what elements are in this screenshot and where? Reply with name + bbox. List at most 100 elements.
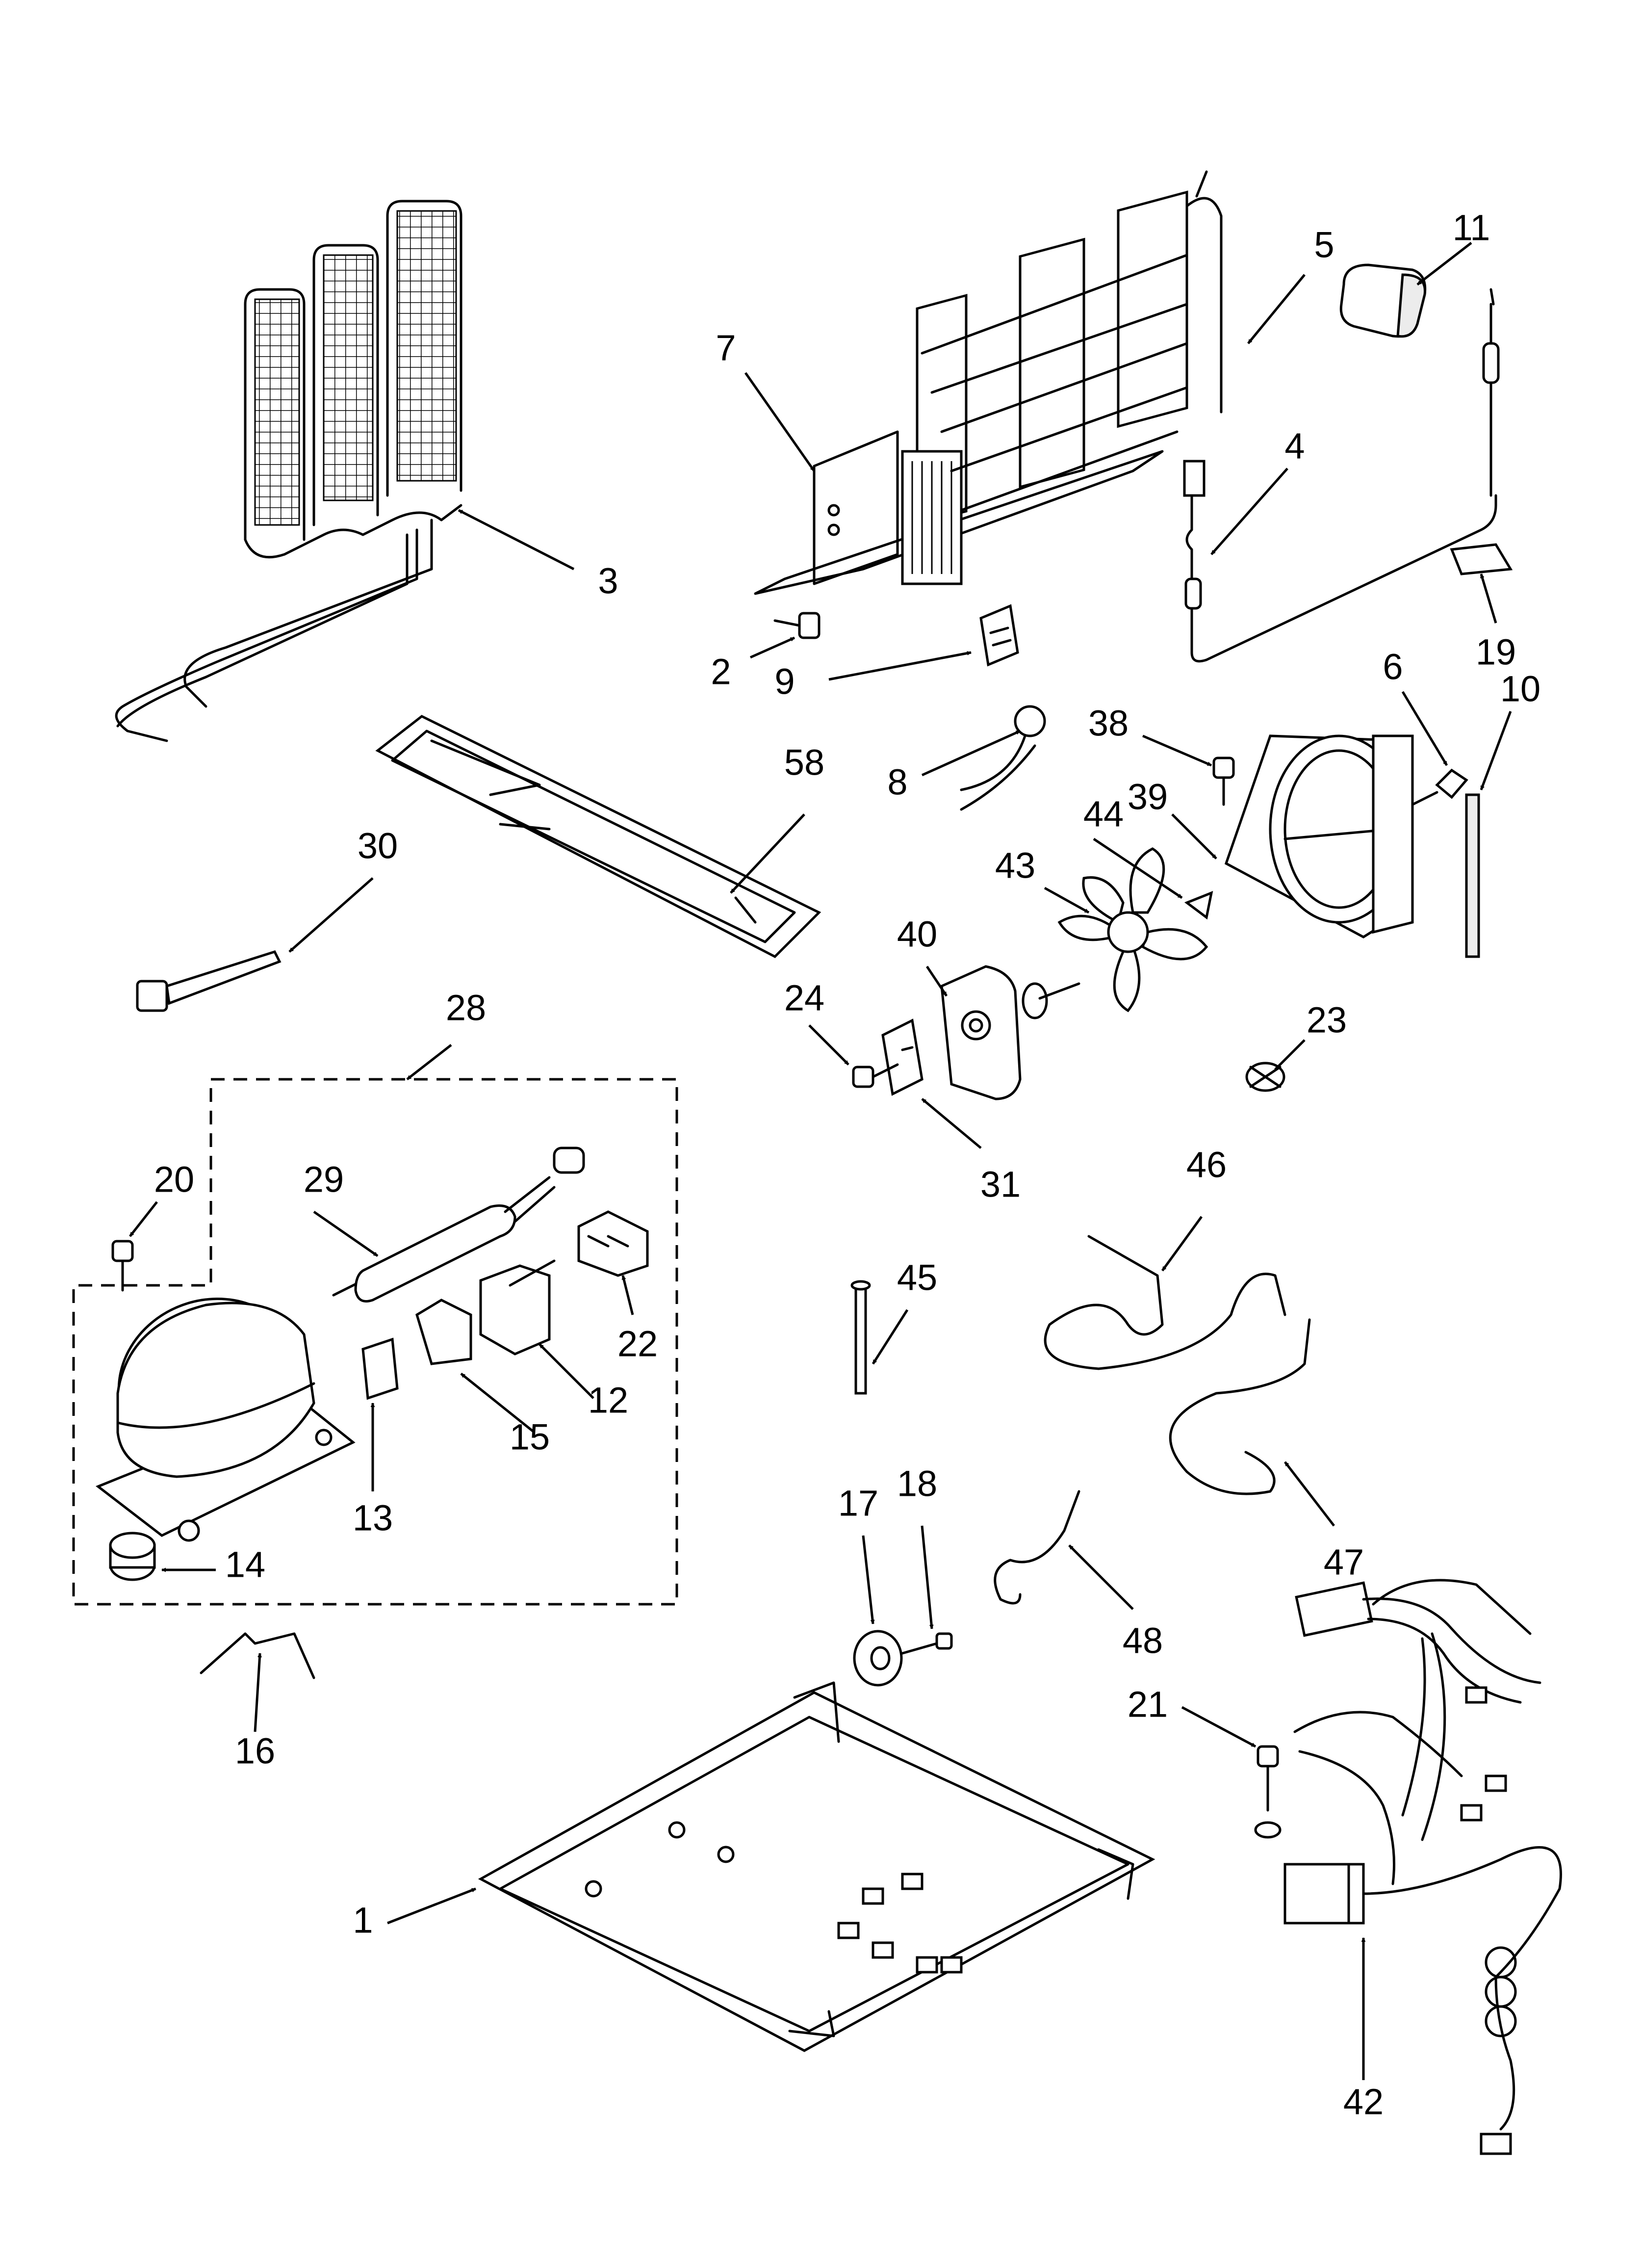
evaporator-part xyxy=(754,170,1223,595)
callout-22: 22 xyxy=(617,1324,658,1364)
leader-31 xyxy=(921,1098,982,1149)
callout-19: 19 xyxy=(1476,632,1516,673)
roller-part xyxy=(853,1630,953,1687)
motor-bracket-part xyxy=(881,1018,924,1096)
overload-22-part xyxy=(577,1210,649,1277)
fan-motor-part xyxy=(940,965,1080,1100)
leader-23 xyxy=(1274,1039,1306,1070)
leader-5 xyxy=(1247,274,1306,344)
screw-2-part xyxy=(773,612,821,639)
leader-19 xyxy=(1480,574,1497,624)
callout-3: 3 xyxy=(598,561,618,601)
callout-29: 29 xyxy=(304,1159,344,1200)
leader-46 xyxy=(1161,1216,1203,1272)
drain-pan-part xyxy=(375,715,821,959)
grommet-14-part xyxy=(109,1532,156,1581)
callout-16: 16 xyxy=(235,1731,275,1772)
bracket-part xyxy=(813,430,899,585)
callout-13: 13 xyxy=(353,1498,393,1538)
leader-48 xyxy=(1068,1544,1134,1610)
callout-28: 28 xyxy=(446,988,486,1028)
screw-24-part xyxy=(852,1063,899,1088)
callout-11: 11 xyxy=(1453,208,1490,248)
callout-6: 6 xyxy=(1383,647,1403,687)
callout-23: 23 xyxy=(1307,1000,1347,1041)
cable-tie-part xyxy=(136,950,282,1012)
callout-14: 14 xyxy=(225,1544,265,1585)
leader-15 xyxy=(460,1373,536,1434)
leader-28 xyxy=(406,1044,452,1080)
screw-21-part xyxy=(1254,1745,1282,1839)
callout-5: 5 xyxy=(1314,225,1334,265)
relay-15-part xyxy=(415,1299,472,1365)
callout-58: 58 xyxy=(784,742,824,783)
callout-46: 46 xyxy=(1186,1145,1227,1185)
callout-4: 4 xyxy=(1284,426,1305,467)
callout-21: 21 xyxy=(1128,1684,1168,1725)
callout-7: 7 xyxy=(716,328,736,368)
tube-46-part xyxy=(1044,1235,1286,1370)
compressor-part xyxy=(96,1298,356,1542)
heater-lead-part xyxy=(1183,288,1500,663)
callout-9: 9 xyxy=(774,661,795,702)
callout-1: 1 xyxy=(353,1900,373,1941)
relay-12-part xyxy=(479,1259,556,1356)
leader-38 xyxy=(1142,734,1212,767)
leader-47 xyxy=(1284,1461,1335,1527)
callout-45: 45 xyxy=(897,1257,937,1298)
callout-20: 20 xyxy=(154,1159,194,1200)
leader-17 xyxy=(862,1535,875,1624)
leader-22 xyxy=(621,1275,634,1315)
clip-9-part xyxy=(979,604,1019,667)
screw-20-part xyxy=(111,1240,134,1292)
leader-11 xyxy=(1416,242,1472,286)
lead-8-part xyxy=(960,705,1046,811)
callout-38: 38 xyxy=(1088,703,1129,744)
callout-43: 43 xyxy=(995,845,1035,886)
leader-3 xyxy=(458,509,575,571)
leader-1 xyxy=(387,1887,476,1925)
leader-8 xyxy=(921,730,1021,777)
leader-44 xyxy=(1093,837,1183,899)
leader-6 xyxy=(1401,691,1448,766)
leader-39 xyxy=(1171,813,1217,860)
callout-31: 31 xyxy=(980,1164,1021,1205)
callout-30: 30 xyxy=(358,826,398,866)
callout-10: 10 xyxy=(1500,669,1540,709)
leader-58 xyxy=(730,813,805,894)
leader-9 xyxy=(828,651,972,681)
leader-43 xyxy=(1044,886,1090,914)
tube-48-part xyxy=(994,1490,1080,1605)
leader-40 xyxy=(925,965,948,997)
callout-2: 2 xyxy=(711,652,731,692)
callout-47: 47 xyxy=(1324,1542,1364,1583)
fan-shroud-part xyxy=(1224,734,1414,938)
leader-30 xyxy=(288,877,374,953)
callout-24: 24 xyxy=(784,978,824,1018)
clip-13-part xyxy=(361,1337,399,1400)
leader-7 xyxy=(744,372,816,472)
callout-44: 44 xyxy=(1083,794,1124,834)
callout-48: 48 xyxy=(1123,1620,1163,1661)
leader-20 xyxy=(129,1201,158,1237)
screw-6-part xyxy=(1411,768,1468,806)
grommet-23-part xyxy=(1245,1062,1285,1092)
callout-8: 8 xyxy=(887,762,907,803)
leader-2 xyxy=(749,636,795,659)
leader-29 xyxy=(313,1210,379,1257)
callout-17: 17 xyxy=(838,1483,878,1524)
callout-12: 12 xyxy=(588,1380,628,1421)
leader-18 xyxy=(921,1525,934,1629)
callout-39: 39 xyxy=(1128,777,1168,817)
callout-labels: 1 2 3 4 5 6 7 8 9 10 11 12 13 14 15 16 1… xyxy=(154,208,1540,2122)
callout-42: 42 xyxy=(1343,2082,1384,2122)
cover-11-part xyxy=(1339,263,1427,338)
leader-24 xyxy=(808,1024,849,1066)
base-part xyxy=(478,1681,1155,2052)
leader-10 xyxy=(1480,711,1512,790)
leader-16 xyxy=(254,1653,262,1732)
main-harness-part xyxy=(1283,1579,1562,2155)
fan-blade-part xyxy=(1057,847,1213,1013)
callout-18: 18 xyxy=(897,1463,937,1504)
